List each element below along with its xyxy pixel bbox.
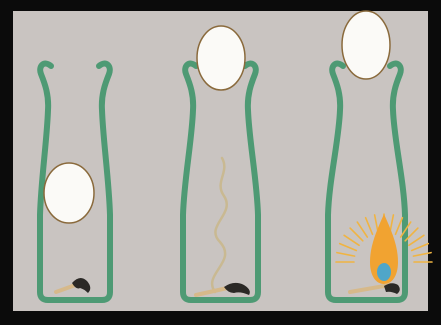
egg-on-bottle-top	[342, 11, 390, 79]
egg-in-bottle-neck	[197, 26, 245, 90]
flame-inner	[377, 263, 391, 281]
egg-inside-bottle	[44, 163, 94, 223]
